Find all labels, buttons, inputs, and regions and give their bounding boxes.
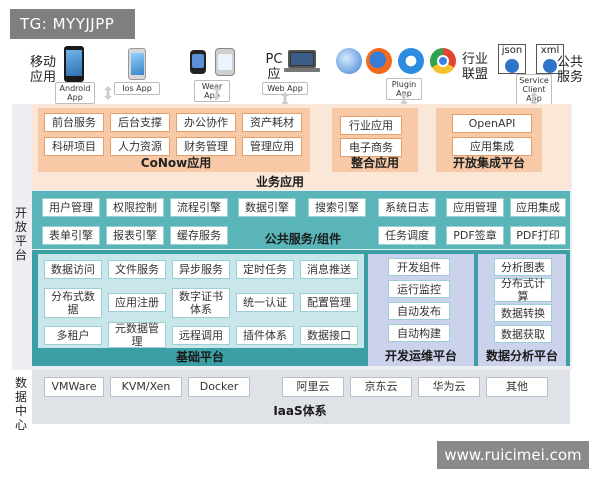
conow-item[interactable]: 前台服务 — [44, 113, 104, 132]
conow-item[interactable]: 科研项目 — [44, 137, 104, 156]
public-service-item[interactable]: 任务调度 — [378, 226, 436, 245]
app-integration-item[interactable]: 应用集成 — [452, 137, 532, 156]
base-item[interactable]: 异步服务 — [172, 260, 230, 279]
service-double-arrow-icon — [530, 92, 538, 106]
iaas-item[interactable]: KVM/Xen — [110, 377, 182, 397]
analytics-item[interactable]: 数据转换 — [494, 304, 552, 322]
base-item[interactable]: 定时任务 — [236, 260, 294, 279]
base-item[interactable]: 消息推送 — [300, 260, 358, 279]
public-service-item[interactable]: 报表引擎 — [106, 226, 164, 245]
base-item[interactable]: 数据接口 — [300, 326, 358, 345]
android-phone-icon — [64, 46, 84, 82]
base-item[interactable]: 应用注册 — [108, 293, 166, 312]
integration-item[interactable]: 行业应用 — [340, 116, 402, 135]
plugin-double-arrow-icon — [400, 92, 408, 106]
integration-title: 整合应用 — [350, 156, 399, 170]
conow-item[interactable]: 办公协作 — [176, 113, 236, 132]
public-service-item[interactable]: 表单引擎 — [42, 226, 100, 245]
public-service-item[interactable]: 缓存服务 — [170, 226, 228, 245]
android-app-label: Android App — [55, 82, 95, 104]
public-service-item[interactable]: 数据引擎 — [238, 198, 296, 217]
ios-app-label: Ios App — [114, 82, 160, 95]
public-service-item[interactable]: 用户管理 — [42, 198, 100, 217]
base-platform-title: 基础平台 — [175, 350, 224, 364]
industry-alliance-label: 行业 联盟 — [462, 52, 489, 82]
public-service-item[interactable]: 应用集成 — [510, 198, 566, 217]
open-platform-side-label: 开 放 平 台 — [14, 206, 27, 262]
base-item[interactable]: 文件服务 — [108, 260, 166, 279]
smartwatch-icon — [190, 50, 206, 74]
iaas-item[interactable]: 其他 — [486, 377, 548, 397]
base-item[interactable]: 数据访问 — [44, 260, 102, 279]
public-service-item[interactable]: 应用管理 — [446, 198, 504, 217]
iaas-title: IaaS体系 — [273, 404, 327, 418]
iphone-icon — [128, 48, 146, 80]
iaas-item[interactable]: 京东云 — [350, 377, 412, 397]
analytics-item[interactable]: 数据获取 — [494, 325, 552, 343]
public-service-item[interactable]: PDF签章 — [446, 226, 504, 245]
analytics-item[interactable]: 分布式计 算 — [494, 277, 552, 303]
public-services-title: 公共服务/组件 — [264, 232, 342, 246]
base-item[interactable]: 远程调用 — [172, 326, 230, 345]
conow-item[interactable]: 资产耗材 — [242, 113, 302, 132]
public-service-item[interactable]: 流程引擎 — [170, 198, 228, 217]
watermark-site: www.ruicimei.com — [437, 441, 589, 469]
data-center-side-label: 数 据 中 心 — [14, 376, 27, 432]
pc-double-arrow-icon — [281, 92, 289, 106]
devops-item[interactable]: 自动构建 — [388, 324, 450, 342]
iaas-item[interactable]: Docker — [188, 377, 250, 397]
watermark-tag: TG: MYYJJPP — [10, 9, 135, 39]
public-service-item[interactable]: 权限控制 — [106, 198, 164, 217]
smartwatch-2-icon — [215, 48, 235, 76]
public-service-item[interactable]: 搜索引擎 — [308, 198, 366, 217]
base-item[interactable]: 数字证书 体系 — [172, 288, 230, 318]
conow-item[interactable]: 后台支撑 — [110, 113, 170, 132]
integration-item[interactable]: 电子商务 — [340, 138, 402, 157]
iaas-item[interactable]: VMWare — [44, 377, 104, 397]
base-item[interactable]: 多租户 — [44, 326, 102, 345]
chrome-icon — [430, 48, 456, 74]
conow-item[interactable]: 管理应用 — [242, 137, 302, 156]
conow-title: CoNow应用 — [140, 156, 212, 170]
open-integration-title: 开放集成平台 — [452, 156, 525, 170]
devops-title: 开发运维平台 — [384, 349, 457, 363]
public-service-item[interactable]: 系统日志 — [378, 198, 436, 217]
firefox-icon — [366, 48, 392, 74]
base-item[interactable]: 统一认证 — [236, 293, 294, 312]
devops-item[interactable]: 自动发布 — [388, 302, 450, 320]
laptop-icon — [284, 50, 320, 72]
iaas-item[interactable]: 阿里云 — [282, 377, 344, 397]
xml-icon: xml — [536, 44, 564, 74]
public-service-item[interactable]: PDF打印 — [510, 226, 566, 245]
mobile-apps-label: 移动 应用 — [30, 55, 57, 85]
base-item[interactable]: 插件体系 — [236, 326, 294, 345]
json-icon: json — [498, 44, 526, 74]
base-item[interactable]: 元数据管 理 — [108, 322, 166, 348]
safari-icon — [336, 48, 362, 74]
wear-double-arrow-icon — [213, 86, 221, 100]
conow-item[interactable]: 财务管理 — [176, 137, 236, 156]
devops-item[interactable]: 开发组件 — [388, 258, 450, 276]
mobile-double-arrow-icon — [104, 86, 112, 100]
iaas-item[interactable]: 华为云 — [418, 377, 480, 397]
base-item[interactable]: 配置管理 — [300, 293, 358, 312]
openapi-item[interactable]: OpenAPI — [452, 114, 532, 133]
base-item[interactable]: 分布式数 据 — [44, 288, 102, 318]
ie-icon — [398, 48, 424, 74]
public-services-label: 公共 服务 — [556, 55, 583, 85]
devops-item[interactable]: 运行监控 — [388, 280, 450, 298]
conow-item[interactable]: 人力资源 — [110, 137, 170, 156]
analytics-item[interactable]: 分析图表 — [494, 258, 552, 276]
business-apps-title: 业务应用 — [255, 175, 304, 189]
analytics-title: 数据分析平台 — [485, 349, 558, 363]
wear-app-label: Wear App — [194, 80, 230, 102]
